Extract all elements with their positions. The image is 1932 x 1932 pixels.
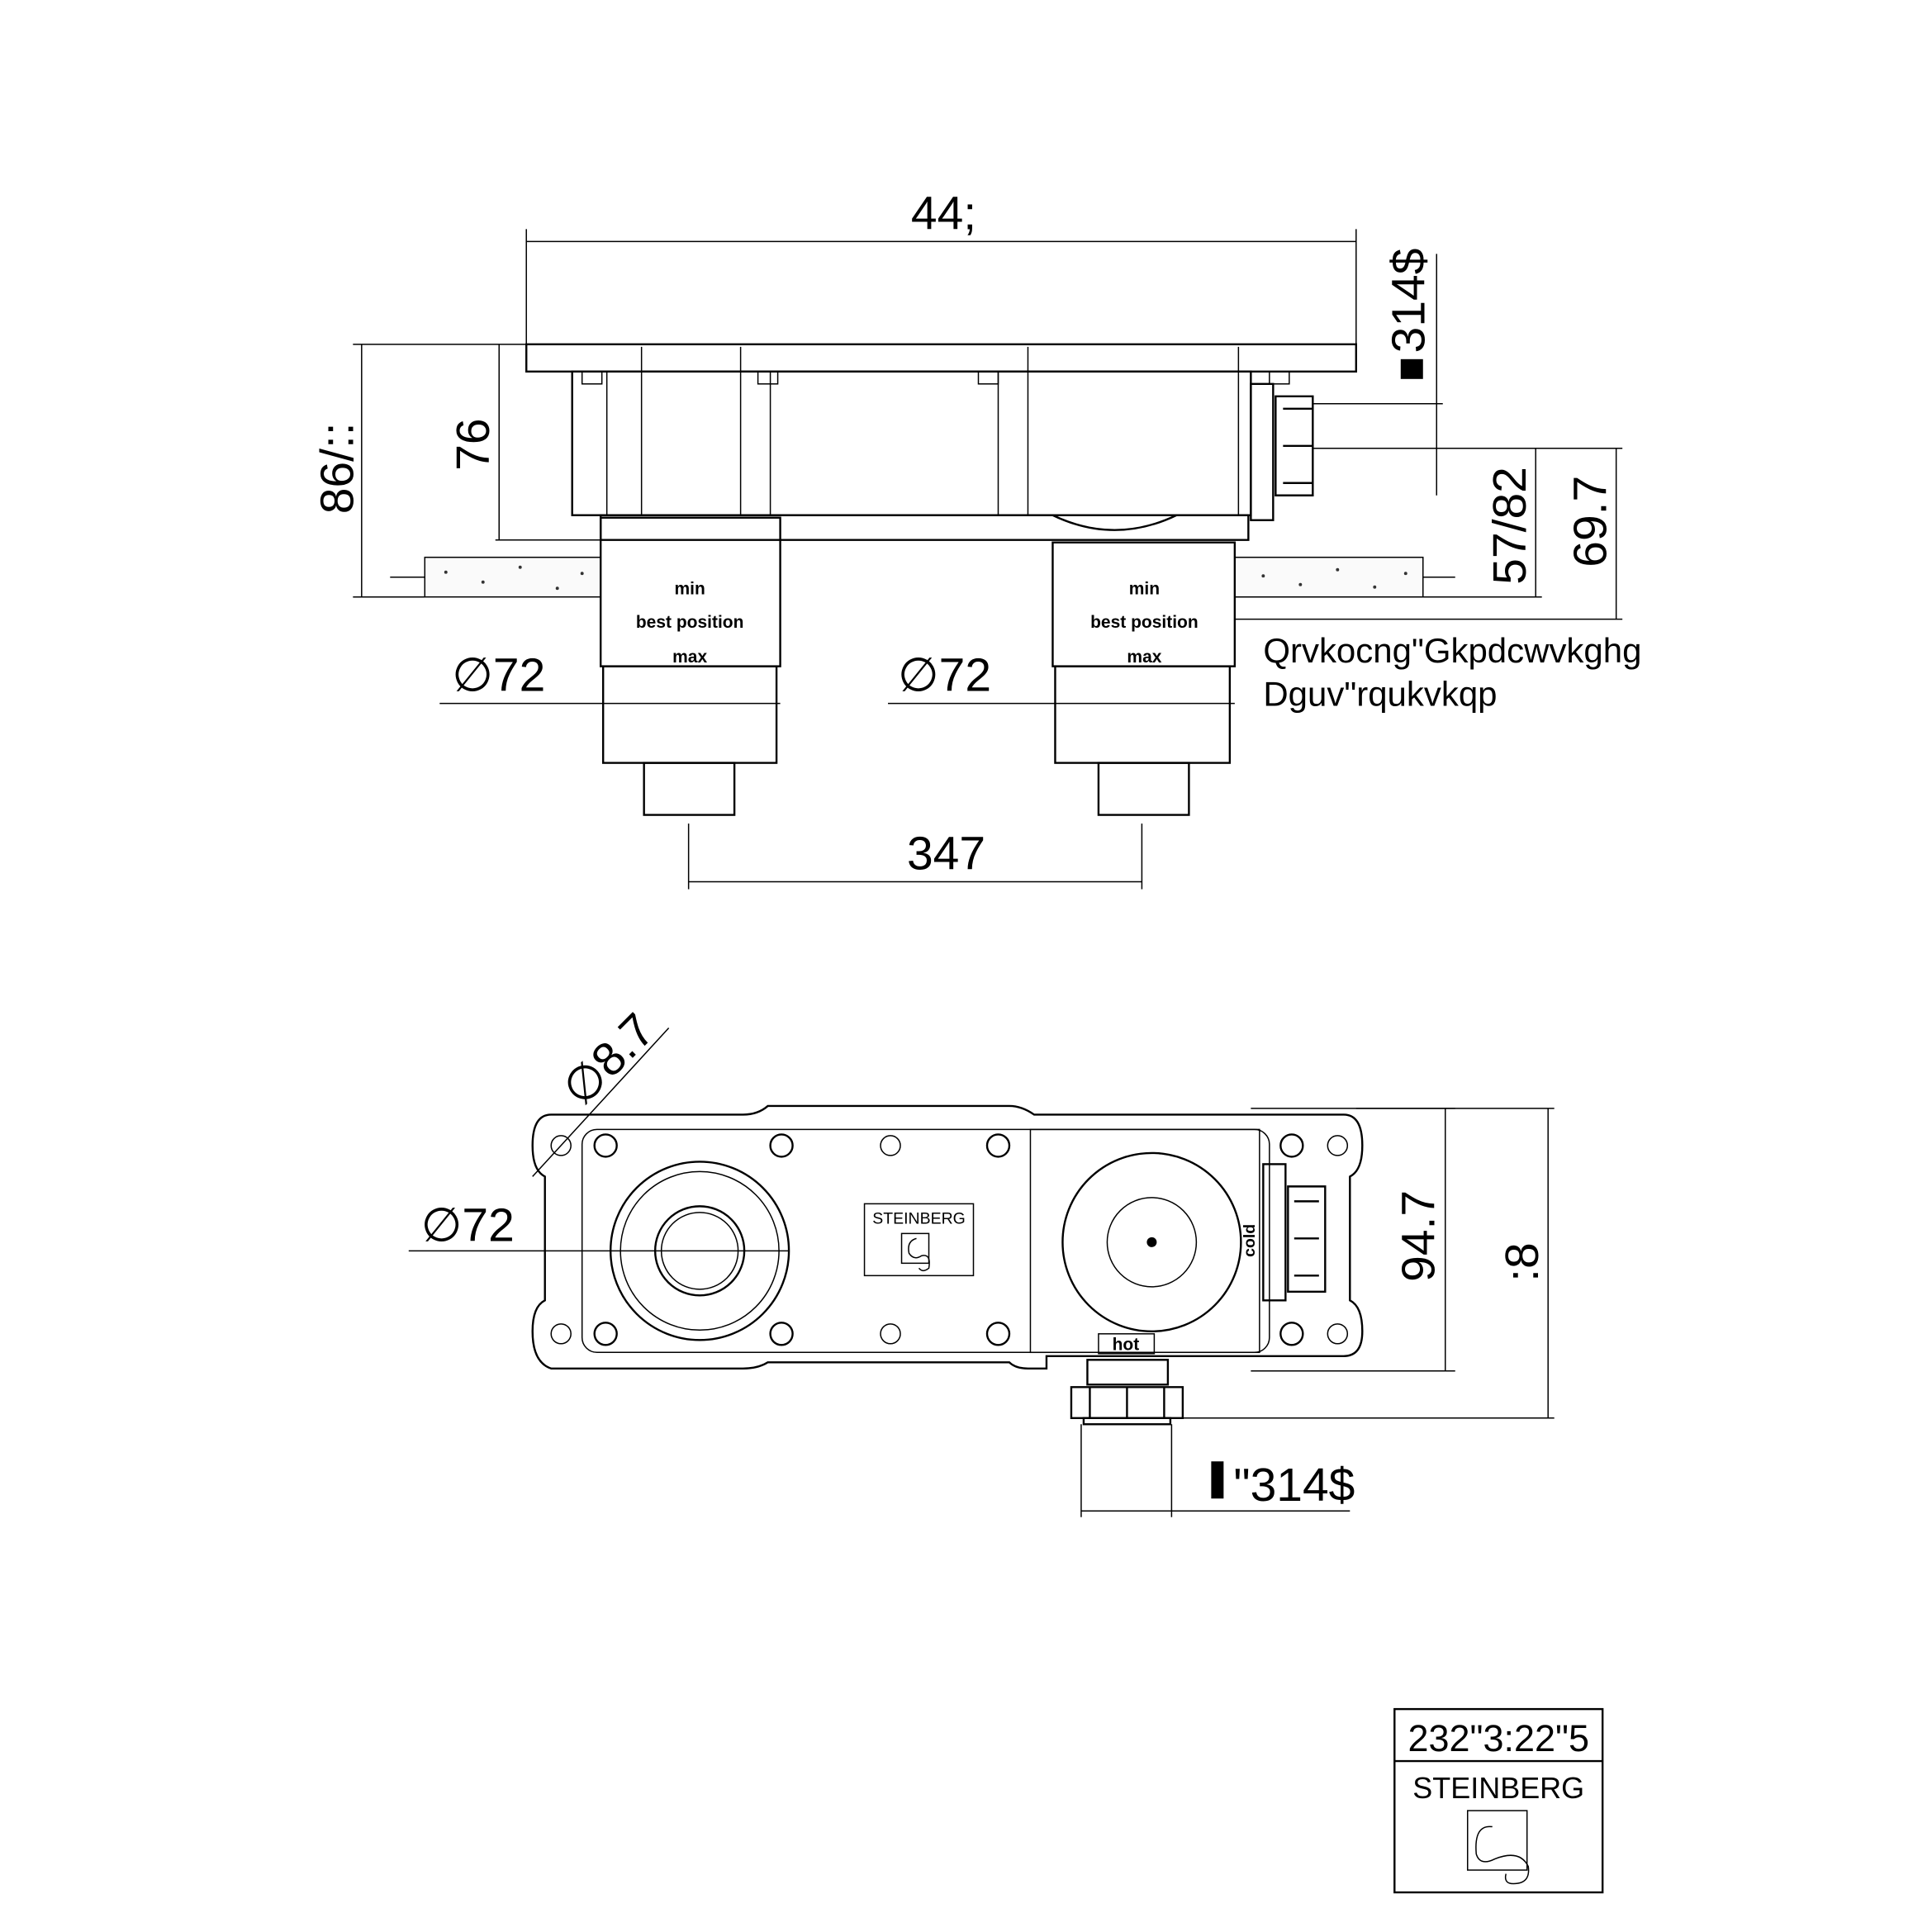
note-line-2: Dguv"rqukvkqp [1263, 675, 1497, 714]
dim-overall-width: 44; [911, 187, 976, 240]
thread-symbol-icon [1211, 1461, 1224, 1499]
dim-total-depth: 86/:: [311, 422, 363, 514]
note-line-1: Qrvkocng"Gkpdcwvkghg [1263, 631, 1641, 670]
brand-logo-icon [908, 1237, 930, 1272]
dim-outlet-dia: ∅72 [421, 1199, 515, 1251]
gauge-left-best: best position [636, 613, 744, 632]
title-block: 232"3:22"5 STEINBERG [1393, 1707, 1604, 1894]
dim-dia-left: ∅72 [452, 649, 545, 702]
article-number: 232"3:22"5 [1407, 1717, 1589, 1759]
top-view: STEINBERG cold hot ∅8.7 ∅72 94.7 :8 [408, 1004, 1555, 1517]
thread-symbol-icon [1400, 358, 1423, 379]
gauge-right-max: max [1127, 648, 1161, 667]
brand-label: STEINBERG [872, 1209, 966, 1227]
brand-logo-box [863, 1203, 975, 1277]
gauge-right-min: min [1129, 580, 1160, 599]
wall-section [424, 556, 601, 598]
mounting-screws [550, 1133, 1349, 1346]
dim-install-depth: 69.7 [1564, 476, 1617, 567]
gauge-right-best: best position [1090, 613, 1199, 632]
dim-thread-right: 314$ [1382, 249, 1435, 354]
title-brand: STEINBERG [1412, 1771, 1584, 1805]
dim-center-distance: 347 [907, 828, 985, 881]
dim-hole-dia: ∅8.7 [553, 1004, 665, 1116]
gauge-left-min: min [674, 580, 705, 599]
dim-dia-right: ∅72 [898, 649, 991, 702]
gauge-left-max: max [672, 648, 707, 667]
dim-install-range: 57/82 [1483, 467, 1536, 585]
side-view: 44; 314$ [311, 187, 1641, 890]
title-brand-logo-icon [1475, 1825, 1530, 1885]
dim-body-depth: 76 [447, 418, 500, 470]
dim-thread-bottom: "314$ [1233, 1459, 1355, 1512]
dim-height-inner: 94.7 [1392, 1190, 1445, 1282]
hot-label: hot [1113, 1335, 1140, 1354]
dim-height-outer: :8 [1496, 1242, 1549, 1282]
cold-label: cold [1241, 1224, 1259, 1257]
